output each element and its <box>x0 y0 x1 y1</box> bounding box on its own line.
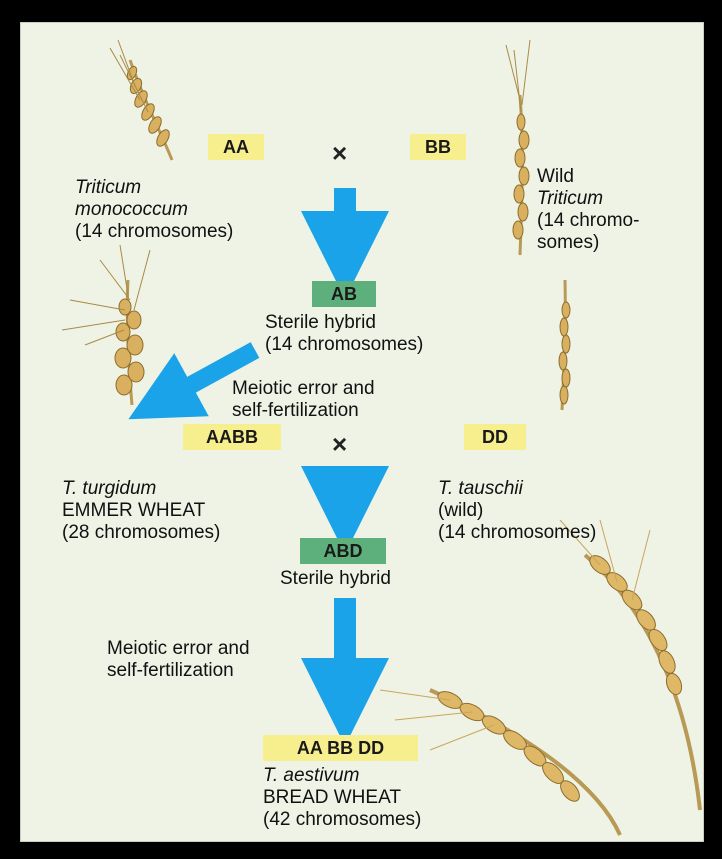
label-t-tauschii: T. tauschii (wild) (14 chromosomes) <box>438 478 596 544</box>
label-wild-triticum: Wild Triticum (14 chromo- somes) <box>537 166 639 254</box>
wild-chromosomes-line1: (14 chromo- <box>537 210 639 232</box>
monococcum-chromosomes: (14 chromosomes) <box>75 221 233 243</box>
label-triticum-monococcum: Triticum monococcum (14 chromosomes) <box>75 177 233 243</box>
tauschii-wild: (wild) <box>438 500 596 522</box>
monococcum-species: monococcum <box>75 199 188 220</box>
wheat-emmer-illustration <box>62 245 150 405</box>
monococcum-genus: Triticum <box>75 177 141 198</box>
tauschii-name: T. tauschii <box>438 478 523 499</box>
label-meiotic-error-1: Meiotic error and self-fertilization <box>232 378 375 422</box>
turgidum-common-name: EMMER WHEAT <box>62 500 220 522</box>
cross-symbol-middle: × <box>332 431 347 457</box>
label-sterile-hybrid-abd: Sterile hybrid <box>280 568 391 590</box>
turgidum-chromosomes: (28 chromosomes) <box>62 522 220 544</box>
genome-box-aabbdd: AA BB DD <box>263 735 418 761</box>
wild-chromosomes-line2: somes) <box>537 232 639 254</box>
hybrid2-title: Sterile hybrid <box>280 568 391 590</box>
hybrid1-title: Sterile hybrid <box>265 312 423 334</box>
tauschii-chromosomes: (14 chromosomes) <box>438 522 596 544</box>
genome-box-ab: AB <box>312 281 376 307</box>
turgidum-name: T. turgidum <box>62 478 156 499</box>
wheat-bread-illustration <box>380 520 700 835</box>
meiotic2-line1: Meiotic error and <box>107 638 250 660</box>
genome-box-dd: DD <box>464 424 526 450</box>
wild-genus: Triticum <box>537 188 603 209</box>
label-t-aestivum: T. aestivum BREAD WHEAT (42 chromosomes) <box>263 765 421 831</box>
label-t-turgidum: T. turgidum EMMER WHEAT (28 chromosomes) <box>62 478 220 544</box>
meiotic2-line2: self-fertilization <box>107 660 250 682</box>
wheat-wild-triticum-illustration <box>506 40 530 255</box>
label-meiotic-error-2: Meiotic error and self-fertilization <box>107 638 250 682</box>
hybrid1-chromosomes: (14 chromosomes) <box>265 334 423 356</box>
wheat-tauschii-illustration <box>559 280 570 410</box>
genome-box-aabb: AABB <box>183 424 281 450</box>
aestivum-name: T. aestivum <box>263 765 359 786</box>
meiotic1-line1: Meiotic error and <box>232 378 375 400</box>
aestivum-common-name: BREAD WHEAT <box>263 787 421 809</box>
aestivum-chromosomes: (42 chromosomes) <box>263 809 421 831</box>
genome-box-abd: ABD <box>300 538 386 564</box>
wild-label: Wild <box>537 166 639 188</box>
label-sterile-hybrid-ab: Sterile hybrid (14 chromosomes) <box>265 312 423 356</box>
wheat-monococcum-illustration <box>110 40 172 160</box>
cross-symbol-top: × <box>332 140 347 166</box>
meiotic1-line2: self-fertilization <box>232 400 375 422</box>
genome-box-bb: BB <box>410 134 466 160</box>
genome-box-aa: AA <box>208 134 264 160</box>
